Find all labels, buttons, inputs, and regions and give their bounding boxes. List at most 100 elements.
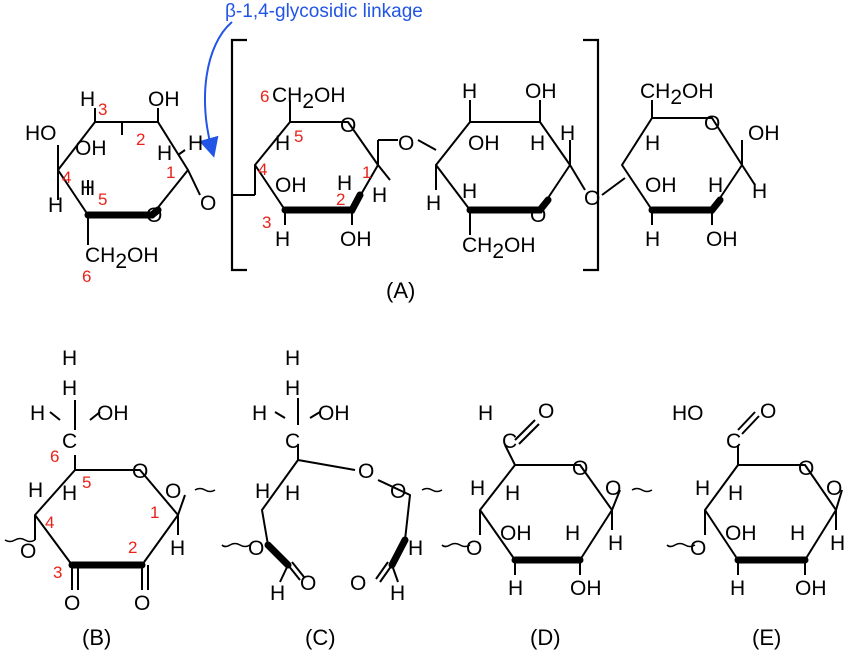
atom-ch2oh: CH2OH <box>462 234 536 263</box>
caption-a: (A) <box>386 278 415 303</box>
atom-h: H <box>62 377 77 400</box>
carbon-number: 6 <box>50 447 59 466</box>
atom-o-ring: O <box>572 457 588 480</box>
carbon-number: 5 <box>82 473 91 492</box>
atom-h: H <box>48 194 63 217</box>
atom-o-linkage: O <box>165 480 181 503</box>
left-bracket <box>230 38 247 272</box>
atom-c: C <box>502 430 517 453</box>
atom-h: H <box>270 582 285 605</box>
atom-h: H <box>730 577 745 600</box>
atom-h: H <box>478 402 493 425</box>
atom-o-carbonyl: O <box>64 592 80 615</box>
carbon-number: 4 <box>45 513 54 532</box>
atom-o-linkage: O <box>390 480 406 503</box>
panel-a: β-1,4-glycosidic linkage H 3 OH HO OH 2 … <box>25 1 780 303</box>
carbon-number: 2 <box>136 130 145 149</box>
atom-o-linkage: O <box>466 537 482 560</box>
ring-a3 <box>435 100 586 235</box>
atom-oh: OH <box>468 132 500 155</box>
atom-h: H <box>505 482 520 505</box>
atom-ho: HO <box>672 402 704 425</box>
atom-c: C <box>62 430 77 453</box>
panel-d: H O C O O H H OH H H O H OH (D) <box>441 400 653 650</box>
carbon-number: 5 <box>98 190 107 209</box>
atom-o-ring: O <box>358 460 374 483</box>
atom-h: H <box>80 88 95 111</box>
atom-o-ring: O <box>132 460 148 483</box>
atom-ch2oh: CH2OH <box>272 84 346 113</box>
atom-oh: OH <box>275 174 307 197</box>
atom-h: H <box>170 537 185 560</box>
carbon-number: 6 <box>260 87 269 106</box>
caption-c: (C) <box>305 625 336 650</box>
atom-h: H <box>62 482 77 505</box>
atom-h: H <box>188 132 203 155</box>
atom-h: H <box>285 347 300 370</box>
caption-d: (D) <box>530 625 561 650</box>
ring-a4 <box>621 100 756 225</box>
atom-h: H <box>565 522 580 545</box>
atom-h: H <box>462 80 477 103</box>
atom-h: H <box>462 180 477 203</box>
atom-h: H <box>530 132 545 155</box>
carbon-number: 2 <box>336 190 345 209</box>
atom-ch2oh: CH2OH <box>640 80 714 109</box>
atom-h: H <box>80 177 95 200</box>
ring-d <box>441 419 653 575</box>
atom-oh: OH <box>97 402 129 425</box>
atom-ch2oh: CH2OH <box>85 244 159 273</box>
atom-o-linkage: O <box>200 192 216 215</box>
atom-h: H <box>470 477 485 500</box>
atom-o-linkage: O <box>584 187 600 210</box>
atom-oh: OH <box>318 402 350 425</box>
atom-h: H <box>275 228 290 251</box>
atom-h: H <box>157 142 172 165</box>
atom-h: H <box>62 347 77 370</box>
atom-oh: OH <box>75 137 107 160</box>
carbon-number: 5 <box>294 127 303 146</box>
atom-o-linkage: O <box>826 477 842 500</box>
ring-a1 <box>57 108 201 245</box>
atom-o-linkage: O <box>605 477 621 500</box>
atom-o-linkage: O <box>20 540 36 563</box>
atom-h: H <box>426 192 441 215</box>
ring-e <box>666 411 843 575</box>
atom-o-linkage: O <box>690 537 706 560</box>
caption-e: (E) <box>752 625 781 650</box>
atom-o-aldehyde: O <box>350 572 366 595</box>
atom-c: C <box>285 430 300 453</box>
atom-oh: OH <box>795 577 827 600</box>
atom-h: H <box>337 172 352 195</box>
atom-o-linkage: O <box>248 537 264 560</box>
atom-h: H <box>790 522 805 545</box>
atom-oh: OH <box>500 522 532 545</box>
atom-ho: HO <box>25 122 57 145</box>
atom-h: H <box>390 582 405 605</box>
atom-h: H <box>752 180 767 203</box>
atom-h: H <box>645 132 660 155</box>
right-bracket <box>583 38 600 272</box>
atom-o-ring: O <box>340 114 356 137</box>
ring-c-open <box>221 398 443 583</box>
carbon-number: 1 <box>166 163 175 182</box>
carbon-number: 1 <box>362 163 371 182</box>
atom-h: H <box>560 122 575 145</box>
atom-h: H <box>830 532 845 555</box>
atom-o-carbonyl: O <box>134 592 150 615</box>
panel-b: H H H OH C 6 O O H H 5 4 1 O H 2 3 O O (… <box>4 347 216 650</box>
atom-o-carboxyl: O <box>760 400 776 423</box>
atom-o-aldehyde: O <box>300 572 316 595</box>
atom-h: H <box>695 477 710 500</box>
atom-oh: OH <box>340 228 372 251</box>
caption-b: (B) <box>82 625 111 650</box>
atom-oh: OH <box>525 80 557 103</box>
atom-h: H <box>508 577 523 600</box>
carbon-number: 3 <box>53 563 62 582</box>
atom-h: H <box>255 480 270 503</box>
carbon-number: 4 <box>62 168 71 187</box>
atom-h: H <box>608 532 623 555</box>
panel-e: HO O C O O H H OH H H O H OH (E) <box>666 400 845 650</box>
atom-h: H <box>285 482 300 505</box>
